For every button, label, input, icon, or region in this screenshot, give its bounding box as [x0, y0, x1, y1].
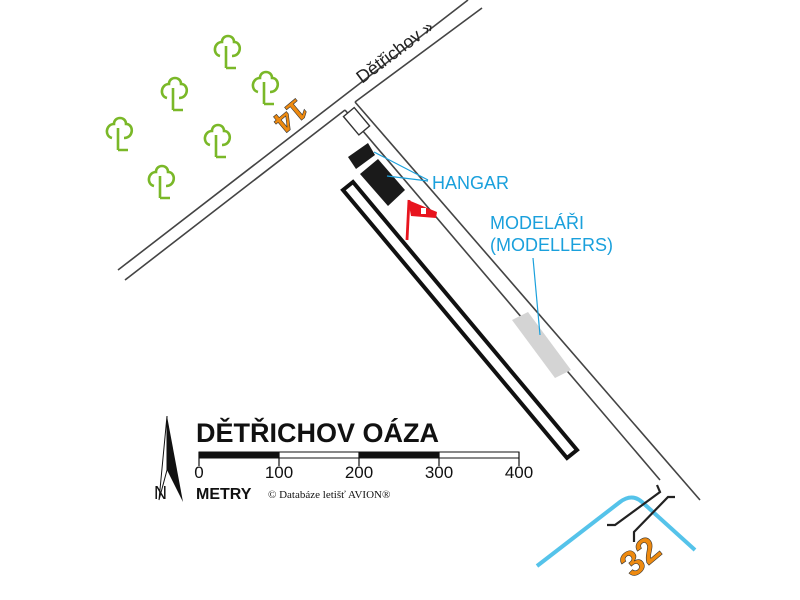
tree-icon [105, 116, 134, 152]
hangar-leader [373, 151, 429, 182]
tree-icon [213, 34, 242, 70]
runway [340, 179, 580, 461]
modellers-area [512, 312, 571, 378]
scale-tick-200: 200 [345, 463, 373, 482]
copyright: © Databáze letišť AVION® [268, 489, 390, 501]
road-label: Dětřichov » [352, 16, 437, 87]
windsock-icon [405, 199, 437, 241]
tree-icon [203, 123, 232, 159]
road-access [344, 101, 701, 501]
svg-text:N: N [154, 483, 167, 503]
north-arrow-icon: N [154, 415, 183, 503]
scale-tick-400: 400 [505, 463, 533, 482]
trees [105, 34, 280, 200]
map-title: DĚTŘICHOV OÁZA [196, 417, 439, 448]
small-building [342, 106, 371, 136]
runway-number-32: 32 [611, 528, 668, 585]
road-detrichov [117, 0, 483, 281]
hangar-buildings [348, 143, 405, 206]
tree-icon [160, 76, 189, 112]
runway-number-14: 14 [266, 92, 313, 139]
tree-icon [147, 164, 176, 200]
scale-bar: 0 100 200 300 400 [194, 451, 533, 482]
scale-tick-0: 0 [194, 463, 203, 482]
modellers-label-cz: MODELÁŘI [490, 213, 584, 233]
tree-icon [251, 70, 280, 106]
bridge [607, 484, 675, 542]
modellers-label-en: (MODELLERS) [490, 235, 613, 255]
scale-tick-100: 100 [265, 463, 293, 482]
stream [535, 495, 697, 568]
modellers-leader [532, 257, 541, 336]
hangar-label: HANGAR [432, 173, 509, 193]
scale-unit: METRY [196, 486, 252, 503]
scale-tick-300: 300 [425, 463, 453, 482]
